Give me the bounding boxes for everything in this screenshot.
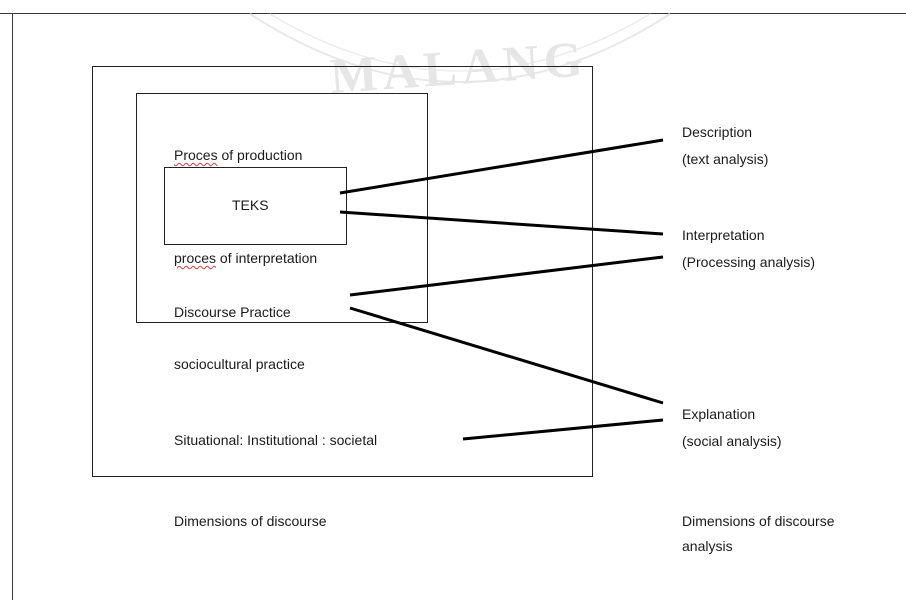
text-analysis-label: (text analysis) [682, 151, 769, 167]
processing-analysis-label: (Processing analysis) [682, 254, 816, 270]
teks-label: TEKS [232, 197, 269, 213]
page-left-border [12, 13, 13, 600]
connector-discourse-explanation [349, 306, 664, 405]
description-label: Description [682, 124, 753, 140]
production-word: Proces [174, 147, 218, 163]
interpretation-process-label: proces of interpretation [174, 249, 317, 267]
sociocultural-practice-label: sociocultural practice [174, 356, 305, 372]
interpretation-word: proces [174, 250, 217, 266]
situational-label: Situational: Institutional : societal [174, 432, 378, 448]
text-box [164, 167, 347, 245]
explanation-label: Explanation [682, 406, 756, 422]
dimensions-analysis-line1: Dimensions of discourse [682, 513, 835, 529]
connector-teks-interpretation [339, 210, 664, 236]
social-analysis-label: (social analysis) [682, 433, 782, 449]
production-rest: of production [217, 147, 303, 163]
dimensions-of-discourse-label: Dimensions of discourse [174, 513, 327, 529]
production-label: Proces of production [174, 146, 302, 164]
discourse-practice-label: Discourse Practice [174, 304, 291, 320]
interpretation-label: Interpretation [682, 227, 765, 243]
page-top-border [0, 13, 906, 14]
connector-situational-explanation [462, 418, 664, 441]
discourse-practice-box [136, 93, 428, 323]
connector-teks-description [339, 138, 664, 195]
interpretation-rest: of interpretation [216, 250, 318, 266]
connector-discourse-interpretation [349, 255, 664, 297]
dimensions-analysis-line2: analysis [682, 538, 733, 554]
university-seal-watermark: MALANG [249, 13, 671, 104]
sociocultural-practice-box [92, 66, 593, 477]
